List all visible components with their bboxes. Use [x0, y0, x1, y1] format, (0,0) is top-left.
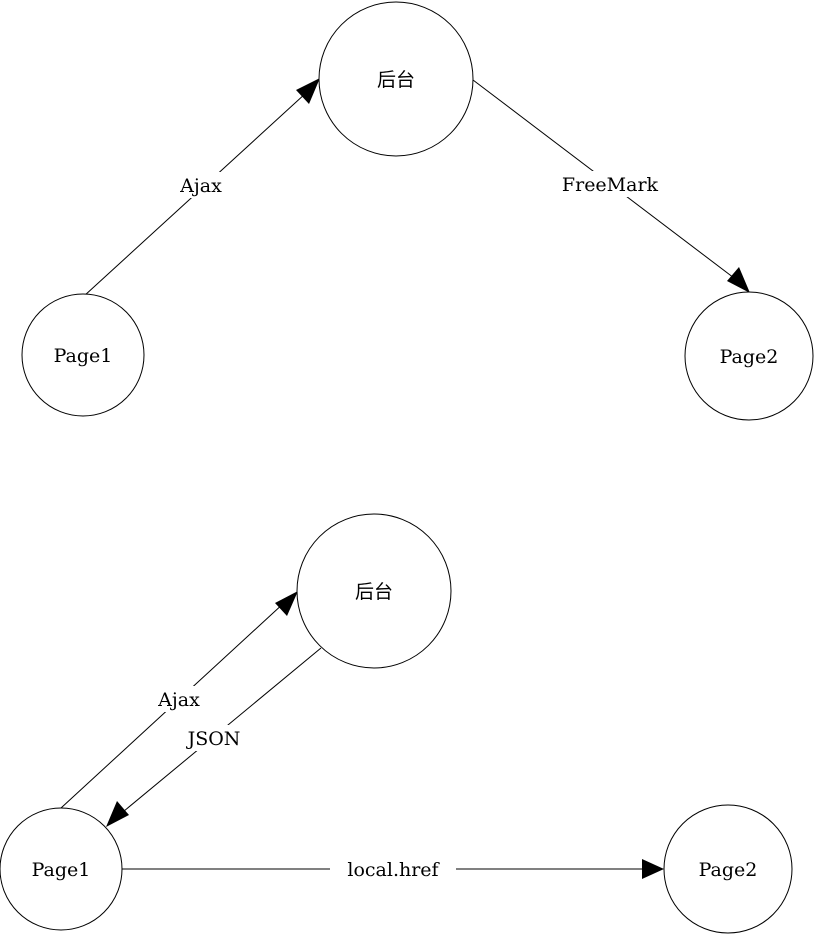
- top-node-page2-circle: [684, 291, 814, 421]
- bottom-node-backend-circle: [296, 513, 452, 669]
- top-edge-freemark-arrowhead: [727, 267, 750, 293]
- bottom-diagram: Ajax JSON local.href 后台 Page1: [0, 513, 793, 934]
- top-node-page2: Page2: [684, 291, 814, 421]
- bottom-edge-json-arrowhead: [106, 801, 129, 827]
- bottom-node-backend: 后台: [296, 513, 452, 669]
- top-node-backend-circle: [318, 1, 474, 157]
- bottom-edge-ajax-label-bg: [150, 686, 208, 712]
- bottom-node-page1-circle: [0, 807, 123, 931]
- bottom-edge-local-href: local.href: [122, 856, 664, 882]
- top-edge-freemark-label: FreeMark: [562, 174, 659, 196]
- bottom-edge-local-href-label: local.href: [347, 859, 440, 881]
- bottom-edge-json-label: JSON: [186, 728, 241, 750]
- top-node-page2-label: Page2: [720, 346, 779, 368]
- bottom-node-page2: Page2: [663, 804, 793, 934]
- bottom-edge-json-label-bg: [185, 725, 243, 751]
- bottom-node-page2-label: Page2: [699, 859, 758, 881]
- bottom-edge-json: JSON: [106, 647, 322, 827]
- top-edge-ajax: Ajax: [83, 78, 320, 297]
- top-edge-ajax-arrowhead: [296, 78, 320, 104]
- bottom-node-page1-label: Page1: [32, 859, 91, 881]
- top-edge-ajax-label-bg: [172, 172, 230, 198]
- bottom-node-backend-label: 后台: [355, 581, 393, 603]
- bottom-edge-ajax-arrowhead: [275, 591, 298, 616]
- top-edge-freemark-label-bg: [556, 171, 664, 197]
- bottom-node-page1: Page1: [0, 807, 123, 931]
- top-edge-ajax-label: Ajax: [179, 175, 222, 197]
- bottom-edge-local-href-arrowhead: [642, 859, 664, 879]
- top-node-page1: Page1: [21, 293, 145, 417]
- bottom-edge-ajax-label: Ajax: [157, 689, 200, 711]
- top-node-backend: 后台: [318, 1, 474, 157]
- top-edge-freemark: FreeMark: [472, 79, 750, 293]
- top-node-page1-label: Page1: [54, 345, 113, 367]
- top-node-page1-circle: [21, 293, 145, 417]
- bottom-node-page2-circle: [663, 804, 793, 934]
- top-diagram: Ajax FreeMark 后台 Page1 Page2: [21, 1, 814, 421]
- bottom-edge-local-href-label-bg: [330, 856, 456, 882]
- bottom-edge-ajax: Ajax: [60, 591, 298, 809]
- top-node-backend-label: 后台: [377, 69, 415, 91]
